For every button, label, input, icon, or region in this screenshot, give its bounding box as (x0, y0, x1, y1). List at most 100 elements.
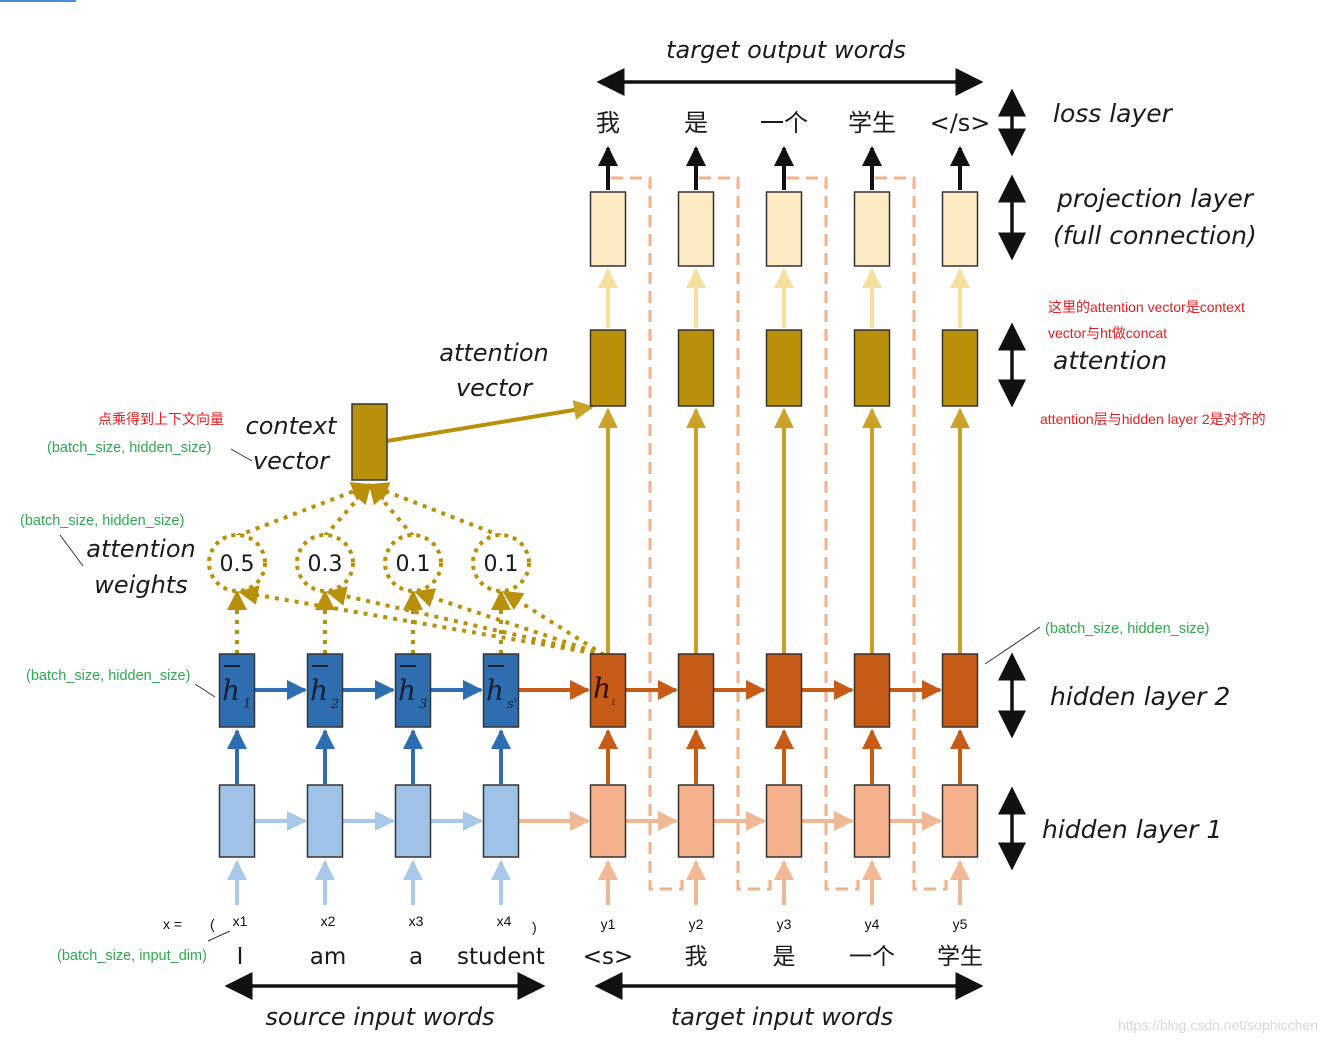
weight-circle-3 (383, 533, 443, 593)
attention-vector-label-1: attention (439, 339, 548, 367)
target-input-words-label: target input words (671, 1003, 893, 1031)
enc-hidden1-box-1 (218, 784, 256, 858)
green-note-weights: (batch_size, hidden_size) (20, 513, 184, 529)
dec-hidden1-box-5 (941, 784, 979, 858)
x-prefix: x = (163, 916, 182, 932)
red-note-dot-product: 点乘得到上下文向量 (98, 411, 224, 427)
hidden-layer-1-label: hidden layer 1 (1042, 815, 1222, 844)
watermark: https://blog.csdn.net/sophicchen (1118, 1017, 1318, 1033)
attention-box-2 (677, 329, 715, 407)
x-label-3: x3 (409, 913, 424, 929)
dec-hidden1-box-2 (677, 784, 715, 858)
x-label-2: x2 (321, 913, 336, 929)
query-to-weight-dots-3 (414, 588, 605, 657)
y-label-5: y5 (953, 916, 968, 932)
dec-h-symbol: h (593, 672, 611, 705)
dec-h-sub: t (612, 698, 616, 707)
dec-hidden2-box-1 (589, 653, 627, 728)
red-note-align: attention层与hidden layer 2是对齐的 (1040, 411, 1266, 427)
projection-box-2 (677, 191, 715, 267)
enc-h-sub-1: 1 (243, 697, 251, 712)
target-input-word-5: 学生 (937, 944, 983, 970)
enc-h-sub-4: s' (507, 697, 517, 712)
target-input-word-3: 是 (773, 944, 796, 970)
weight-value-4: 0.1 (484, 552, 519, 577)
target-output-words-label: target output words (666, 36, 906, 64)
feedback-path-4 (875, 176, 948, 891)
enc-h-sub-3: 3 (419, 697, 427, 712)
projection-box-5 (941, 191, 979, 267)
annotation-leaders (59, 448, 1041, 942)
dec-hidden2-box-4 (853, 653, 891, 728)
y-label-3: y3 (777, 916, 792, 932)
y-label-1: y1 (601, 916, 616, 932)
output-word-4: 学生 (848, 109, 896, 137)
red-note-attention-2: vector与ht做concat (1048, 325, 1167, 341)
x-label-4: x4 (497, 913, 512, 929)
target-input-word-1: <s> (583, 944, 634, 970)
source-word-1: I (237, 944, 244, 970)
context-vector-label-2: vector (253, 447, 331, 475)
dec-hidden2-box-5 (941, 653, 979, 728)
word-labels: 我y1<s>是y2我一个y3是学生y4一个</s>y5学生x1Ix2amx3ax… (233, 109, 991, 970)
enc-h-sub-2: 2 (330, 697, 339, 712)
weight-circle-1 (207, 533, 267, 593)
x-label-1: x1 (233, 913, 248, 929)
weight-to-context-dots-1 (236, 482, 372, 538)
x-open-paren: ( (210, 916, 215, 932)
y-label-4: y4 (865, 916, 880, 932)
target-input-word-2: 我 (685, 944, 708, 970)
green-note-hidden-tgt: (batch_size, hidden_size) (1045, 621, 1209, 637)
target-input-word-4: 一个 (849, 944, 895, 970)
attention-dotted-lines (227, 482, 606, 657)
source-input-words-label: source input words (265, 1003, 494, 1031)
full-connection-label: (full connection) (1053, 221, 1257, 250)
decoder-arrows (598, 146, 970, 905)
hidden-layer-2-label: hidden layer 2 (1050, 682, 1230, 711)
dec-hidden2-box-2 (677, 653, 715, 728)
feedback-path-1 (611, 176, 684, 891)
side-brackets (224, 68, 1026, 1000)
green-note-hidden-src: (batch_size, hidden_size) (26, 668, 190, 684)
attention-box-5 (941, 329, 979, 407)
attention-layer-label: attention (1053, 346, 1167, 375)
weight-value-3: 0.1 (396, 552, 431, 577)
attention-vector-label-2: vector (456, 374, 534, 402)
context-to-attention-line (386, 400, 594, 443)
y-label-2: y2 (689, 916, 704, 932)
output-word-5: </s> (930, 109, 991, 137)
encoder-arrows (227, 680, 590, 905)
enc-h-symbol-1: h (222, 674, 240, 707)
source-word-4: student (457, 944, 545, 970)
projection-box-4 (853, 191, 891, 267)
weight-to-context-dots-4 (368, 482, 502, 538)
output-word-3: 一个 (760, 109, 808, 137)
layer-boxes (218, 191, 979, 858)
output-word-1: 我 (596, 109, 620, 137)
attention-weights-label-2: weights (94, 571, 187, 599)
attention-box-3 (765, 329, 803, 407)
x-close-paren: ) (532, 919, 537, 935)
weight-to-context-dots-2 (323, 483, 372, 538)
source-word-3: a (409, 944, 423, 970)
weight-circle-2 (295, 533, 355, 593)
dec-hidden1-box-4 (853, 784, 891, 858)
enc-h-symbol-4: h (486, 674, 504, 707)
enc-hidden1-box-2 (306, 784, 344, 858)
attention-weights-label-1: attention (86, 535, 195, 563)
enc-h-symbol-3: h (398, 674, 416, 707)
dec-hidden2-box-3 (765, 653, 803, 728)
projection-layer-label: projection layer (1056, 184, 1255, 213)
feedback-dashed-paths (611, 176, 948, 891)
enc-hidden1-box-4 (482, 784, 520, 858)
green-note-context: (batch_size, hidden_size) (47, 440, 211, 456)
feedback-path-3 (787, 176, 860, 891)
dec-hidden1-box-3 (765, 784, 803, 858)
query-to-weight-dots-2 (326, 586, 605, 657)
feedback-path-2 (699, 176, 772, 891)
projection-box-1 (589, 191, 627, 267)
green-note-input: (batch_size, input_dim) (57, 948, 207, 964)
